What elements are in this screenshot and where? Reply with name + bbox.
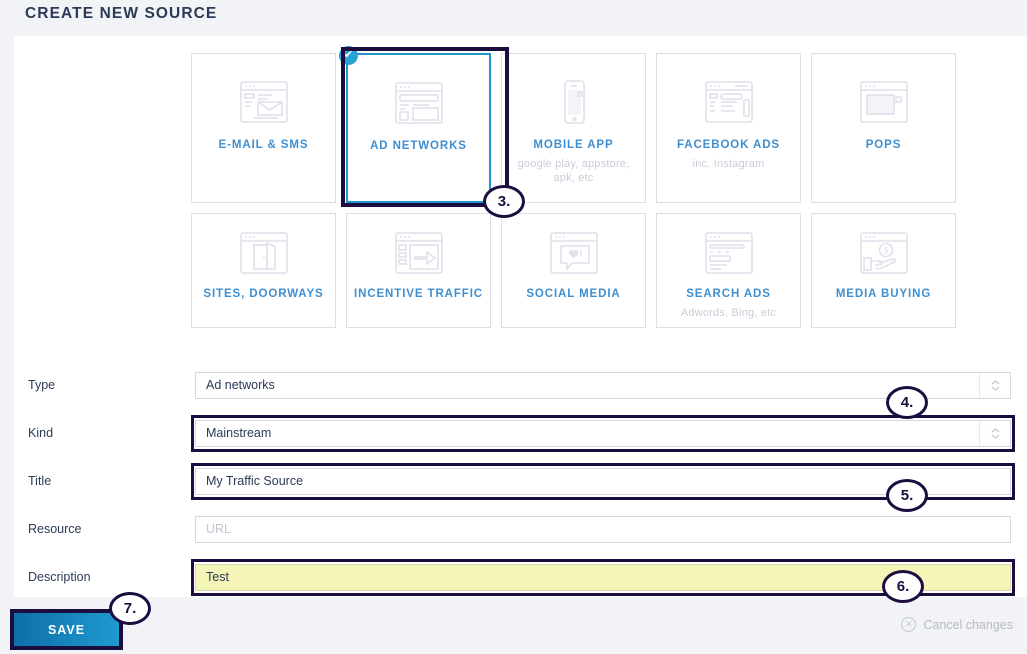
input-resource[interactable]: URL (195, 515, 1011, 543)
form-row-resource: Resource URL (14, 505, 1027, 553)
source-type-card-search-ads[interactable]: SEARCH ADS Adwords, Bing, etc (656, 213, 801, 328)
source-type-card-pops[interactable]: POPS (811, 53, 956, 203)
popup-window-icon (858, 80, 910, 124)
smartphone-icon (548, 80, 600, 124)
source-type-card-facebook-ads[interactable]: FACEBOOK ADS inc. Instagram (656, 53, 801, 203)
step-badge-5: 5. (886, 479, 928, 512)
form-row-description: Description Test (14, 553, 1027, 601)
select-type[interactable]: Ad networks (195, 371, 1011, 399)
source-type-label: SITES, DOORWAYS (203, 288, 324, 300)
footer-bar: SAVE ✕ Cancel changes (0, 597, 1027, 654)
source-type-label: INCENTIVE TRAFFIC (353, 288, 484, 300)
source-type-card-mobile-app[interactable]: MOBILE APP google play, appstore, apk, et… (501, 53, 646, 203)
form-label-description: Description (28, 570, 91, 584)
stepper-arrows-icon[interactable] (979, 371, 1011, 399)
search-results-icon (703, 231, 755, 275)
source-type-sublabel: Adwords, Bing, etc (680, 306, 777, 319)
circle-x-icon: ✕ (901, 617, 917, 632)
form-row-kind: Kind Mainstream (14, 409, 1027, 457)
form-label-resource: Resource (28, 522, 82, 536)
svg-text:$: $ (883, 246, 888, 256)
select-kind[interactable]: Mainstream (195, 419, 1011, 447)
field-wrapper: Mainstream (191, 414, 1015, 452)
step-badge-6: 6. (882, 570, 924, 603)
source-type-card-incentive-traffic[interactable]: INCENTIVE TRAFFIC (346, 213, 491, 328)
input-title[interactable]: My Traffic Source (195, 467, 1011, 495)
field-wrapper: URL (195, 515, 1011, 543)
field-wrapper: Ad networks (195, 371, 1011, 399)
save-button[interactable]: SAVE (14, 613, 119, 646)
form-row-title: Title My Traffic Source (14, 457, 1027, 505)
step-badge-3: 3. (483, 185, 525, 218)
form-label-title: Title (28, 474, 52, 488)
page-title: CREATE NEW SOURCE (25, 5, 218, 22)
source-type-grid: E-MAIL & SMS ✔ AD NETWORKS MOBILE APP google… (191, 46, 1015, 328)
source-type-label: SEARCH ADS (686, 288, 771, 300)
like-bubble-icon (548, 231, 600, 275)
ad-banner-icon (393, 81, 445, 125)
source-type-label: MEDIA BUYING (835, 288, 932, 300)
form-label-type: Type (28, 378, 56, 392)
source-type-label: E-MAIL & SMS (218, 139, 309, 151)
door-window-icon (238, 231, 290, 275)
source-type-label: FACEBOOK ADS (676, 139, 781, 151)
cancel-changes-label: Cancel changes (923, 617, 1013, 632)
source-type-label: AD NETWORKS (370, 140, 467, 152)
source-type-label: MOBILE APP (533, 139, 614, 151)
source-type-sublabel: google play, appstore, apk, etc (517, 157, 630, 184)
email-window-icon (238, 80, 290, 124)
cancel-changes-button[interactable]: ✕ Cancel changes (901, 617, 1013, 632)
stepper-arrows-icon[interactable] (979, 419, 1011, 447)
source-type-label: SOCIAL MEDIA (526, 288, 621, 300)
input-description[interactable]: Test (195, 563, 1011, 591)
source-type-card-ad-networks[interactable]: ✔ AD NETWORKS (339, 46, 491, 203)
source-type-card-sites-doorways[interactable]: SITES, DOORWAYS (191, 213, 336, 328)
check-icon: ✔ (339, 46, 358, 65)
source-type-label: POPS (865, 139, 902, 151)
feed-window-icon (703, 80, 755, 124)
source-type-card-e-mail-sms[interactable]: E-MAIL & SMS (191, 53, 336, 203)
source-type-sublabel: inc. Instagram (692, 157, 765, 170)
annotation-box-step-7: SAVE (10, 609, 123, 650)
hand-money-icon: $ (858, 231, 910, 275)
step-badge-4: 4. (886, 386, 928, 419)
form-row-type: Type Ad networks (14, 361, 1027, 409)
arrow-window-icon (393, 231, 445, 275)
form-label-kind: Kind (28, 426, 54, 440)
content-panel: E-MAIL & SMS ✔ AD NETWORKS MOBILE APP google… (14, 36, 1027, 597)
source-type-card-social-media[interactable]: SOCIAL MEDIA (501, 213, 646, 328)
source-type-card-media-buying[interactable]: $ MEDIA BUYING (811, 213, 956, 328)
step-badge-7: 7. (109, 592, 151, 625)
